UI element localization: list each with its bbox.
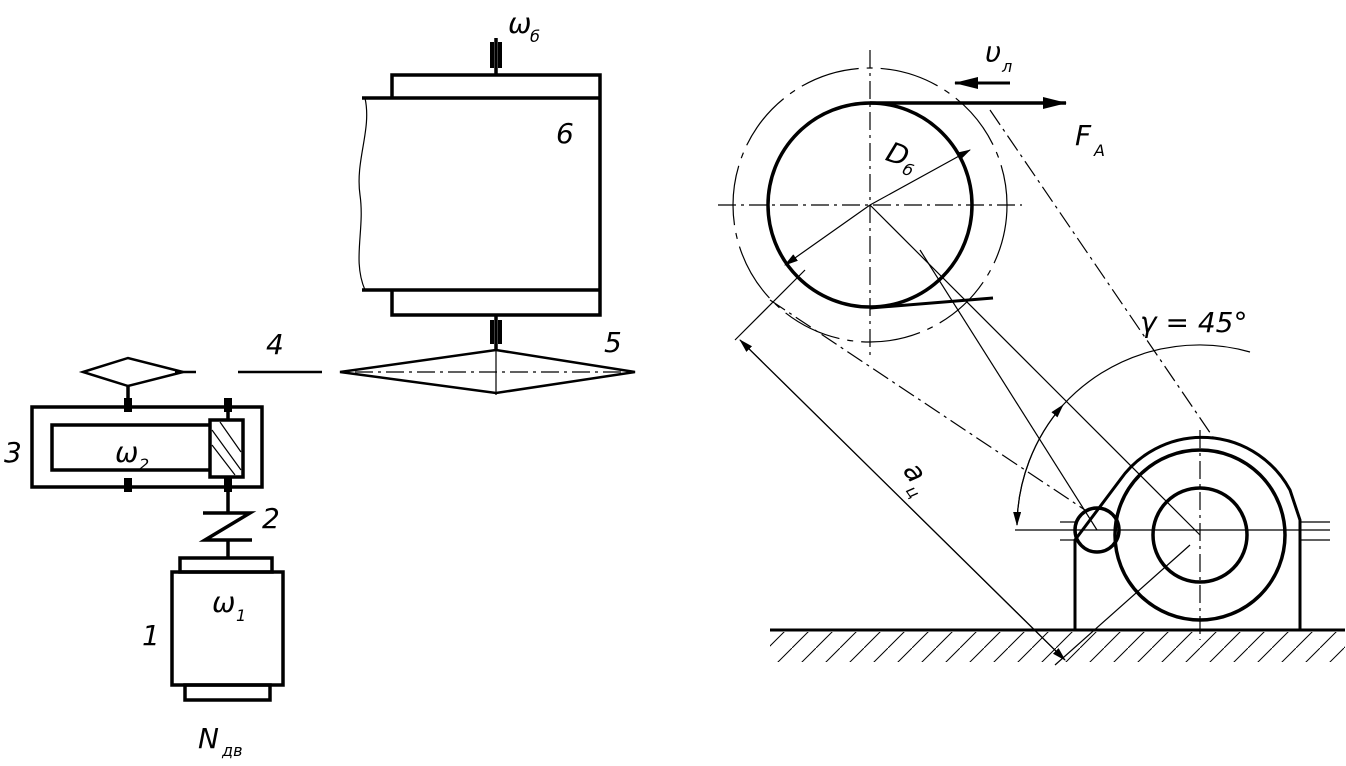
coupling-2 <box>198 511 257 558</box>
angle-label: γ = 45° <box>1140 306 1247 339</box>
motor-power-label: N <box>198 722 219 755</box>
drive-sprocket <box>78 356 184 412</box>
chain-outline <box>769 109 1216 536</box>
motor-number: 1 <box>142 619 160 652</box>
chain-number: 4 <box>266 328 284 361</box>
drum-6 <box>358 38 602 350</box>
angle-dimension <box>1013 344 1251 526</box>
coupling-number: 2 <box>262 502 280 535</box>
gearbox-view <box>1015 430 1330 640</box>
sprocket-number: 5 <box>604 326 622 359</box>
drum-omega-sub: б <box>530 27 540 46</box>
motor-power-sub: дв <box>221 741 243 760</box>
motor-omega-sub: 1 <box>236 606 246 625</box>
drum-view <box>718 50 1067 355</box>
drum-number: 6 <box>556 117 574 150</box>
reducer-3 <box>30 398 264 513</box>
force-label: F <box>1075 119 1092 152</box>
force-sub: A <box>1093 141 1105 160</box>
reducer-omega-label: ω <box>115 436 138 469</box>
belt-speed-sub: л <box>1001 57 1012 76</box>
center-distance-dimension <box>734 269 1191 666</box>
reducer-omega-sub: 2 <box>139 455 149 474</box>
belt-speed-label: υ <box>985 36 1001 69</box>
motor-1 <box>170 556 285 702</box>
reducer-number: 3 <box>4 436 22 469</box>
ground <box>770 628 1345 662</box>
motor-omega-label: ω <box>212 586 235 619</box>
sprocket-5 <box>339 348 636 395</box>
drum-omega-label: ω <box>508 7 531 40</box>
